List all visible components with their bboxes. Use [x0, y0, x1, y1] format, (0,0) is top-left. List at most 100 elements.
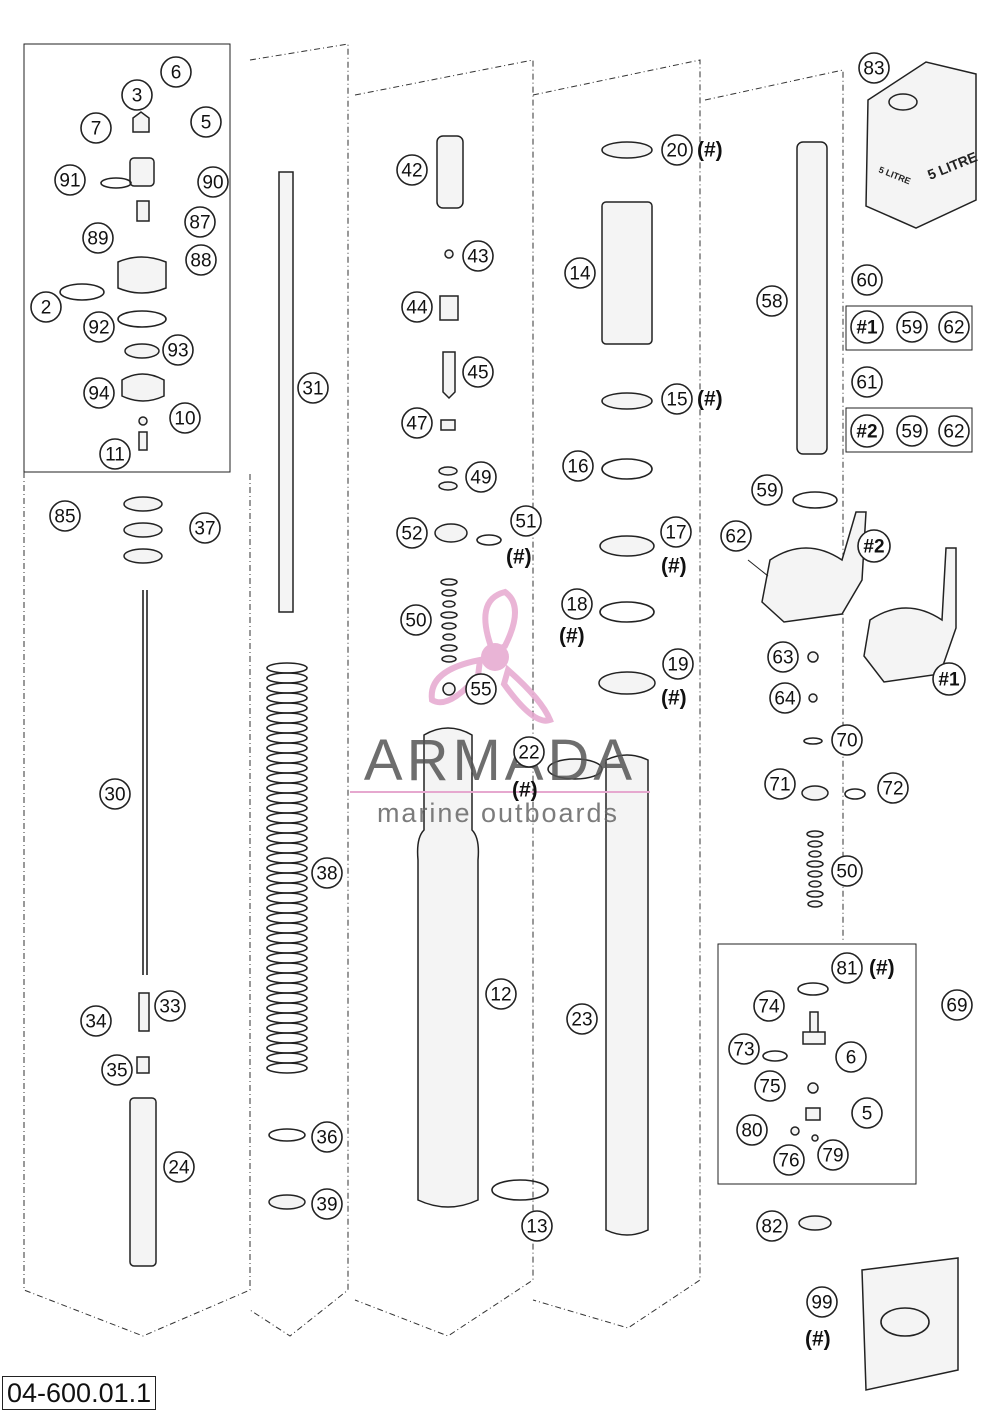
variant-circle	[857, 529, 891, 563]
callout-circle	[160, 56, 192, 88]
o-ring-91	[100, 177, 132, 189]
callout-87: 87	[184, 206, 216, 238]
shim-stack-50	[440, 578, 458, 663]
callout-82: 82	[756, 1210, 788, 1242]
callout-circle	[851, 366, 883, 398]
spring-coil	[266, 1002, 308, 1014]
callout-label: 69	[946, 996, 967, 1017]
shim	[440, 611, 458, 619]
callout-91: 91	[54, 164, 86, 196]
nut-63	[807, 651, 819, 663]
callout-76: 76	[773, 1144, 805, 1176]
callout-circle	[163, 1151, 195, 1183]
callout-label: 79	[822, 1146, 843, 1167]
callout-17: 17	[660, 516, 692, 548]
oil-can: 5 LITRE 5 LITRE	[865, 61, 979, 229]
callout-92: 92	[83, 311, 115, 343]
shim	[807, 870, 823, 878]
kit-60-frame	[845, 305, 973, 351]
variant-circle	[850, 414, 884, 448]
callout-label: 18	[566, 595, 587, 616]
callout-circle	[877, 772, 909, 804]
callout-88: 88	[185, 244, 217, 276]
callout-label: 62	[725, 527, 746, 548]
o-ring-2	[59, 283, 105, 301]
piston-71	[801, 785, 829, 801]
spring-coil	[266, 712, 308, 724]
callout-label: 59	[901, 422, 922, 443]
spring-coil	[266, 842, 308, 854]
o-ring-73	[762, 1050, 788, 1062]
nut-93	[124, 343, 160, 359]
spring-coil	[266, 922, 308, 934]
callout-label: 16	[567, 457, 588, 478]
callout-59: 59	[896, 415, 928, 447]
variant-label: #2	[856, 422, 877, 443]
callout-circle	[754, 1070, 786, 1102]
o-ring-13	[491, 1179, 549, 1201]
spring-coil	[266, 772, 308, 784]
spring-coil	[266, 832, 308, 844]
callout-circle	[401, 407, 433, 439]
spring-35	[136, 1056, 150, 1074]
callout-43: 43	[462, 240, 494, 272]
callout-circle	[30, 291, 62, 323]
spring-coil	[266, 1012, 308, 1024]
callout-47: 47	[401, 407, 433, 439]
frame-col-3	[354, 59, 534, 1337]
callout-81: 81	[831, 952, 863, 984]
spring-coil	[266, 662, 308, 674]
callout-label: 59	[901, 318, 922, 339]
callout-circle	[564, 257, 596, 289]
spring-coil	[266, 1032, 308, 1044]
callout-6: 6	[835, 1041, 867, 1073]
callout-circle	[83, 377, 115, 409]
callout-label: 15	[666, 390, 687, 411]
spring-coil	[266, 782, 308, 794]
spring-coil	[266, 992, 308, 1004]
callout-85: 85	[49, 500, 81, 532]
seal-19	[598, 671, 656, 695]
callout-label: 17	[665, 523, 686, 544]
propeller-blade-top	[482, 588, 518, 657]
callout-circle	[938, 311, 970, 343]
callout-label: 12	[490, 985, 511, 1006]
callout-circle	[773, 1144, 805, 1176]
callout-12: 12	[485, 978, 517, 1010]
callout-89: 89	[82, 222, 114, 254]
callout-label: 14	[569, 264, 591, 285]
callout-circle	[311, 857, 343, 889]
callout-44: 44	[401, 291, 433, 323]
bolt-11	[138, 431, 148, 451]
washer-49-a	[438, 466, 458, 476]
callout-label: 33	[159, 997, 180, 1018]
callout-circle	[162, 334, 194, 366]
callout-circle	[462, 240, 494, 272]
callout-circle	[661, 383, 693, 415]
callout-label: 13	[526, 1217, 547, 1238]
revision-mark: (#)	[805, 1328, 831, 1351]
ring-51	[476, 534, 502, 546]
washer-37-c	[123, 548, 163, 564]
callout-39: 39	[311, 1188, 343, 1220]
callout-93: 93	[162, 334, 194, 366]
callout-label: 70	[836, 731, 857, 752]
ring-16	[601, 458, 653, 480]
spring-coil	[266, 912, 308, 924]
callout-label: 5	[201, 113, 212, 134]
piston-52	[434, 523, 468, 543]
tube-58	[796, 141, 828, 455]
column-frames	[23, 43, 973, 1337]
callout-36: 36	[311, 1121, 343, 1153]
spring-44	[439, 295, 459, 321]
rod-end-33	[138, 992, 150, 1032]
callout-circle	[297, 372, 329, 404]
washer-64	[808, 693, 818, 703]
callout-24: 24	[163, 1151, 195, 1183]
callout-label: 82	[761, 1217, 782, 1238]
shim	[806, 860, 824, 868]
callout-22: 22	[513, 736, 545, 768]
washer-49-b	[438, 481, 458, 491]
callout-35: 35	[101, 1054, 133, 1086]
